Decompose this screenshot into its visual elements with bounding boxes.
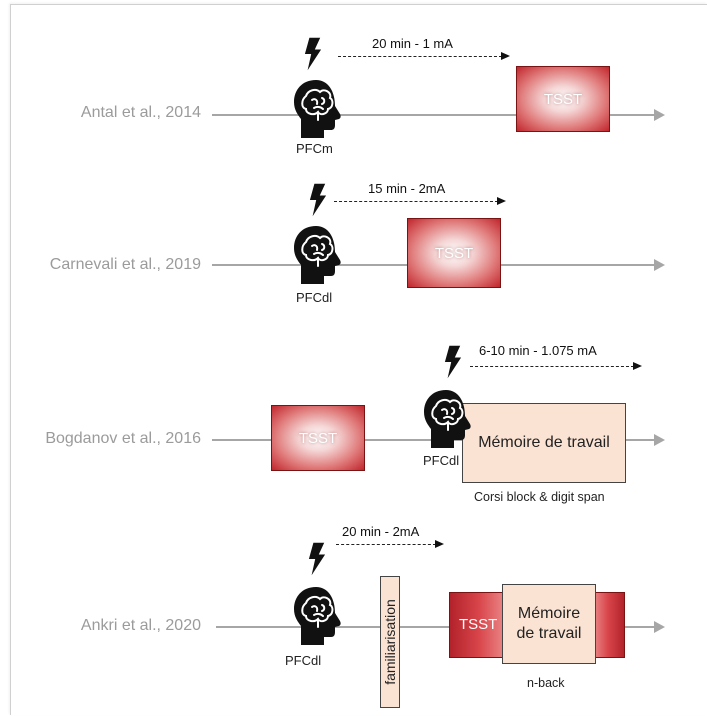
stimulation-arrow: [338, 52, 510, 60]
region-label: PFCdl: [423, 453, 460, 468]
stimulation-label: 15 min - 2mA: [368, 181, 446, 196]
region-label: PFCdl: [296, 290, 333, 305]
lightning-bolt-icon: [309, 183, 327, 217]
head-brain-icon: [292, 78, 342, 140]
tsst-block: TSST: [516, 66, 610, 132]
stimulation-label: 20 min - 1 mA: [372, 36, 453, 51]
timeline: [216, 621, 665, 633]
stimulation-label: 20 min - 2mA: [342, 524, 420, 539]
lightning-bolt-icon: [308, 542, 326, 576]
tsst-label: TSST: [459, 616, 498, 633]
region-label: PFCm: [296, 141, 333, 156]
familiarisation-block: familiarisation: [380, 576, 400, 708]
study-label: Ankri et al., 2020: [80, 617, 201, 634]
figure-frame: [10, 4, 707, 715]
study-label: Antal et al., 2014: [80, 104, 201, 121]
working-memory-block: Mémoire de travail: [502, 584, 596, 664]
stimulation-arrow: [334, 197, 506, 205]
head-brain-icon: [422, 388, 472, 450]
head-brain-icon: [292, 585, 342, 647]
working-memory-block: Mémoire de travail: [462, 403, 626, 483]
task-caption: Corsi block & digit span: [474, 490, 605, 504]
tsst-label: TSST: [434, 244, 474, 262]
stimulation-arrow: [470, 362, 642, 370]
tsst-label: TSST: [543, 90, 583, 108]
tsst-block: TSST: [271, 405, 365, 471]
working-memory-line2: de travail: [516, 625, 582, 642]
lightning-bolt-icon: [304, 37, 322, 71]
stimulation-arrow: [336, 540, 444, 548]
lightning-bolt-icon: [444, 345, 462, 379]
working-memory-label: Mémoire de travail: [478, 434, 610, 451]
familiarisation-label: familiarisation: [382, 599, 398, 685]
working-memory-line1: Mémoire: [517, 605, 581, 622]
stimulation-label: 6-10 min - 1.075 mA: [479, 343, 597, 358]
tsst-label: TSST: [298, 429, 338, 447]
tsst-block-right: [593, 592, 625, 658]
timeline: [212, 109, 665, 121]
head-brain-icon: [292, 224, 342, 286]
task-caption: n-back: [527, 676, 565, 690]
tsst-block: TSST: [407, 218, 501, 288]
region-label: PFCdl: [285, 653, 322, 668]
study-label: Carnevali et al., 2019: [49, 256, 201, 273]
study-label: Bogdanov et al., 2016: [45, 430, 201, 447]
